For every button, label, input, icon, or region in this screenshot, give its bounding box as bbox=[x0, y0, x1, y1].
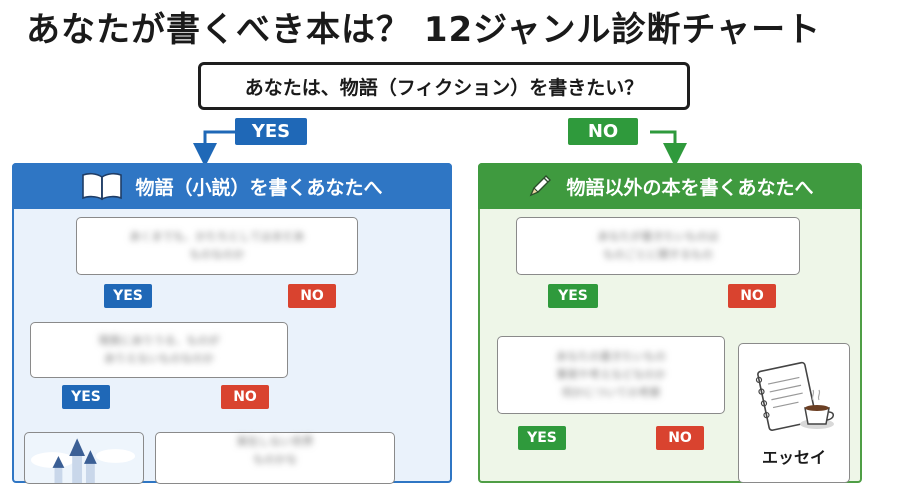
nonfiction-panel-header: 物語以外の本を書くあなたへ bbox=[478, 163, 862, 209]
nonfiction-question-1: あなたが書きたいものは ものごとに関するもの bbox=[516, 217, 800, 275]
fiction-q2-line-2: ありえないものなのか bbox=[104, 352, 214, 365]
nonfiction-question-2: あなたの書きたいもの 事実や考えなどなのか 何かについての考察 bbox=[497, 336, 725, 414]
fiction-question-1: あくまでも、かたちとしてはまだあ ものなのか bbox=[76, 217, 358, 275]
top-yes-badge: YES bbox=[235, 118, 307, 145]
nonfiction-q1-line-1: あなたが書きたいものは bbox=[597, 230, 719, 243]
nonfiction-q1-no-badge: NO bbox=[728, 284, 776, 308]
notebook-coffee-icon bbox=[755, 361, 834, 431]
fiction-q1-no-badge: NO bbox=[288, 284, 336, 308]
fiction-question-2: 現実にありうる、ものが ありえないものなのか bbox=[30, 322, 288, 378]
nonfiction-q2-line-1: あなたの書きたいもの bbox=[556, 350, 666, 363]
fiction-q3-line-2: ものかな bbox=[253, 453, 297, 466]
fiction-q2-line-1: 現実にありうる、ものが bbox=[98, 334, 220, 347]
fiction-q2-no-badge: NO bbox=[221, 385, 269, 409]
fantasy-result-card bbox=[24, 432, 144, 484]
fiction-q1-line-2: ものなのか bbox=[189, 248, 245, 261]
fiction-q2-yes-badge: YES bbox=[62, 385, 110, 409]
nonfiction-q1-yes-badge: YES bbox=[548, 284, 598, 308]
top-question-text: あなたは、物語（フィクション）を書きたい？ bbox=[244, 76, 644, 99]
nonfiction-q1-line-2: ものごとに関するもの bbox=[603, 248, 713, 261]
essay-result-label: エッセイ bbox=[761, 448, 826, 467]
page-title: あなたが書くべき本は？ 12ジャンル診断チャート bbox=[26, 10, 822, 50]
fiction-question-3: 実在しない世界 ものかな bbox=[155, 432, 395, 484]
fiction-q3-line-1: 実在しない世界 bbox=[236, 435, 314, 448]
fiction-panel-header: 物語（小説）を書くあなたへ bbox=[12, 163, 452, 209]
fiction-q1-line-1: あくまでも、かたちとしてはまだあ bbox=[129, 230, 305, 243]
castle-icon bbox=[30, 438, 136, 483]
nonfiction-q2-yes-badge: YES bbox=[518, 426, 566, 450]
nonfiction-panel-title: 物語以外の本を書くあなたへ bbox=[566, 176, 814, 199]
pencil-icon bbox=[530, 175, 552, 197]
fiction-q1-yes-badge: YES bbox=[104, 284, 152, 308]
top-question-box: あなたは、物語（フィクション）を書きたい？ bbox=[198, 62, 690, 110]
nonfiction-q2-line-3: 何かについての考察 bbox=[561, 386, 661, 399]
nonfiction-q2-no-badge: NO bbox=[656, 426, 704, 450]
open-book-icon bbox=[82, 172, 123, 201]
fiction-panel-title: 物語（小説）を書くあなたへ bbox=[135, 176, 383, 199]
nonfiction-q2-line-2: 事実や考えなどなのか bbox=[556, 368, 666, 381]
essay-result-card: エッセイ bbox=[738, 343, 850, 483]
top-no-badge: NO bbox=[568, 118, 638, 145]
